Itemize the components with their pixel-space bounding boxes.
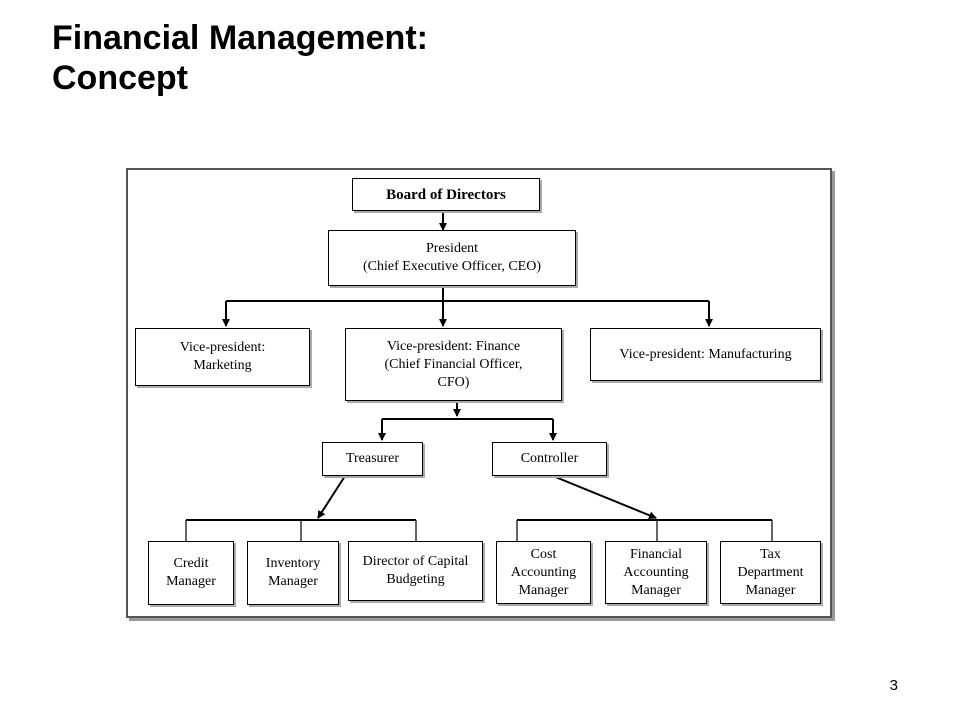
- node-credit-manager-line-2: Manager: [166, 574, 216, 589]
- node-vp-finance-line-1: Vice-president: Finance: [386, 338, 521, 354]
- node-vp-manufacturing: Vice-president: Manufacturing: [590, 328, 821, 381]
- node-cost-accounting-manager: Cost Accounting Manager: [496, 541, 591, 604]
- slide-title-line-2: Concept: [52, 59, 188, 97]
- node-inventory-manager-line-2: Manager: [268, 574, 318, 589]
- node-treasurer-label: Treasurer: [345, 451, 400, 466]
- node-financial-accounting-line-3: Manager: [631, 582, 681, 598]
- node-vp-marketing-line-2: Marketing: [193, 358, 252, 373]
- node-credit-manager-line-1: Credit: [173, 556, 209, 571]
- slide-title: Financial Management: Concept: [52, 18, 752, 98]
- node-capital-budgeting-line-1: Director of Capital: [362, 554, 469, 569]
- node-capital-budgeting-line-2: Budgeting: [386, 572, 445, 587]
- node-tax-department-line-1: Tax: [760, 546, 781, 562]
- page-number: 3: [889, 677, 898, 694]
- node-inventory-manager: Inventory Manager: [247, 541, 339, 605]
- node-president-line-2: (Chief Executive Officer, CEO): [362, 259, 541, 274]
- node-tax-department-line-3: Manager: [745, 582, 796, 598]
- node-vp-finance-line-3: CFO): [437, 374, 470, 390]
- node-president: President (Chief Executive Officer, CEO): [328, 230, 576, 286]
- node-financial-accounting-line-2: Accounting: [623, 564, 689, 580]
- node-financial-accounting-line-1: Financial: [629, 546, 683, 562]
- node-controller-label: Controller: [520, 451, 579, 466]
- node-president-line-1: President: [425, 241, 479, 256]
- node-vp-marketing-line-1: Vice-president:: [179, 340, 266, 355]
- node-cost-accounting-line-2: Accounting: [510, 564, 577, 580]
- node-tax-department-line-2: Department: [737, 564, 804, 580]
- slide-title-line-1: Financial Management:: [52, 19, 428, 57]
- node-cost-accounting-line-3: Manager: [518, 582, 569, 598]
- node-board-label: Board of Directors: [386, 186, 506, 203]
- node-inventory-manager-line-1: Inventory: [265, 556, 321, 571]
- node-controller: Controller: [492, 442, 607, 476]
- node-tax-department-manager: Tax Department Manager: [720, 541, 821, 604]
- node-vp-marketing: Vice-president: Marketing: [135, 328, 310, 386]
- node-cost-accounting-line-1: Cost: [530, 546, 557, 562]
- node-board-of-directors: Board of Directors: [352, 178, 540, 211]
- node-financial-accounting-manager: Financial Accounting Manager: [605, 541, 707, 604]
- node-credit-manager: Credit Manager: [148, 541, 234, 605]
- node-vp-manufacturing-label: Vice-president: Manufacturing: [619, 346, 792, 362]
- node-vp-finance: Vice-president: Finance (Chief Financial…: [345, 328, 562, 401]
- node-treasurer: Treasurer: [322, 442, 423, 476]
- node-director-capital-budgeting: Director of Capital Budgeting: [348, 541, 483, 601]
- node-vp-finance-line-2: (Chief Financial Officer,: [384, 356, 523, 372]
